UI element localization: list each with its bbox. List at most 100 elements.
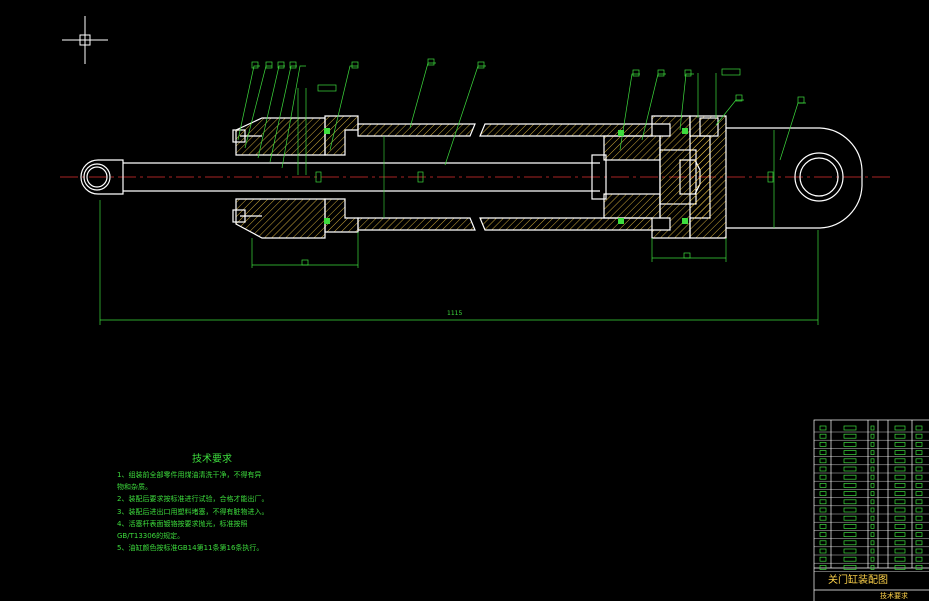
table-cell [870,507,875,513]
table-cell [819,540,827,546]
table-cell [819,450,827,455]
table-cell [915,474,923,480]
tech-note-line: 3、装配后进出口用塑料堵塞，不得有脏物进入。 [117,507,269,516]
table-cell [915,548,923,554]
table-cell [894,540,906,546]
table-cell [894,491,906,496]
piston-rod [80,159,600,195]
table-cell [819,532,827,537]
table-cell [819,474,827,480]
table-cell [843,442,857,447]
table-cell [894,450,906,455]
table-cell [915,458,923,464]
rear-head [651,115,727,239]
gland-front-head [232,117,326,239]
table-cell [915,507,923,513]
table-cell [870,474,875,480]
table-cell [894,483,906,488]
table-cell [819,548,827,554]
overall-length-dimension: 1115 [447,310,463,317]
table-cell [915,556,923,562]
table-cell [819,491,827,496]
table-cell [870,491,875,496]
table-cell [819,565,827,570]
table-cell [843,483,857,488]
title-block-subtext: 技术要求 [880,592,908,600]
table-cell [894,565,906,570]
table-cell [894,466,906,472]
table-cell [870,466,875,472]
table-cell [915,425,923,431]
table-cell [870,483,875,488]
cylinder-barrel [357,123,653,231]
table-cell [843,433,857,439]
table-cell [843,458,857,464]
drawing-title: 关门缸装配图 [828,575,888,586]
table-cell [843,565,857,570]
table-cell [915,532,923,537]
tech-note-line: 2、装配后要求按标准进行试验，合格才能出厂。 [117,495,269,504]
table-cell [870,515,875,521]
table-cell [843,466,857,472]
table-cell [843,499,857,505]
table-cell [915,540,923,546]
table-cell [870,425,875,431]
table-cell [915,524,923,529]
table-cell [843,491,857,496]
table-cell [870,524,875,529]
table-cell [819,524,827,529]
table-cell [843,548,857,554]
table-cell [819,483,827,488]
table-cell [819,458,827,464]
table-cell [894,532,906,537]
table-cell [894,548,906,554]
table-cell [819,499,827,505]
table-cell [870,442,875,447]
table-cell [870,565,875,570]
technical-requirements: 技术要求 1、组装前全部零件用煤油清洗干净，不得有异 物和杂质。 2、装配后要求… [117,453,307,554]
table-cell [870,458,875,464]
table-cell [894,433,906,439]
front-flange [324,115,359,233]
technical-requirements-title: 技术要求 [192,454,232,465]
table-cell [915,565,923,570]
table-cell [915,466,923,472]
table-cell [915,442,923,447]
table-cell [870,556,875,562]
tech-note-line: 1、组装前全部零件用煤油清洗干净，不得有异 [117,471,262,479]
table-cell [843,556,857,562]
table-cell [843,524,857,529]
table-cell [843,540,857,546]
parts-list-table [813,419,929,601]
table-cell [915,491,923,496]
table-cell [915,483,923,488]
table-cell [843,450,857,455]
table-cell [843,532,857,537]
table-cell [843,425,857,431]
table-cell [819,425,827,431]
leader-lines [237,58,806,266]
table-cell [870,548,875,554]
table-cell [843,507,857,513]
tech-note-line: 物和杂质。 [117,483,152,492]
table-cell [819,515,827,521]
table-cell [894,556,906,562]
table-cell [819,556,827,562]
table-cell [915,450,923,455]
table-cell [894,515,906,521]
table-cell [894,458,906,464]
table-cell [819,433,827,439]
table-cell [870,532,875,537]
table-cell [819,442,827,447]
table-cell [843,515,857,521]
table-cell [894,442,906,447]
table-cell [870,540,875,546]
table-cell [894,507,906,513]
table-cell [894,474,906,480]
table-cell [894,425,906,431]
table-cell [870,450,875,455]
dimension-lines [99,73,819,325]
rear-clevis [726,127,863,229]
crosshair-cursor-icon [62,16,108,64]
